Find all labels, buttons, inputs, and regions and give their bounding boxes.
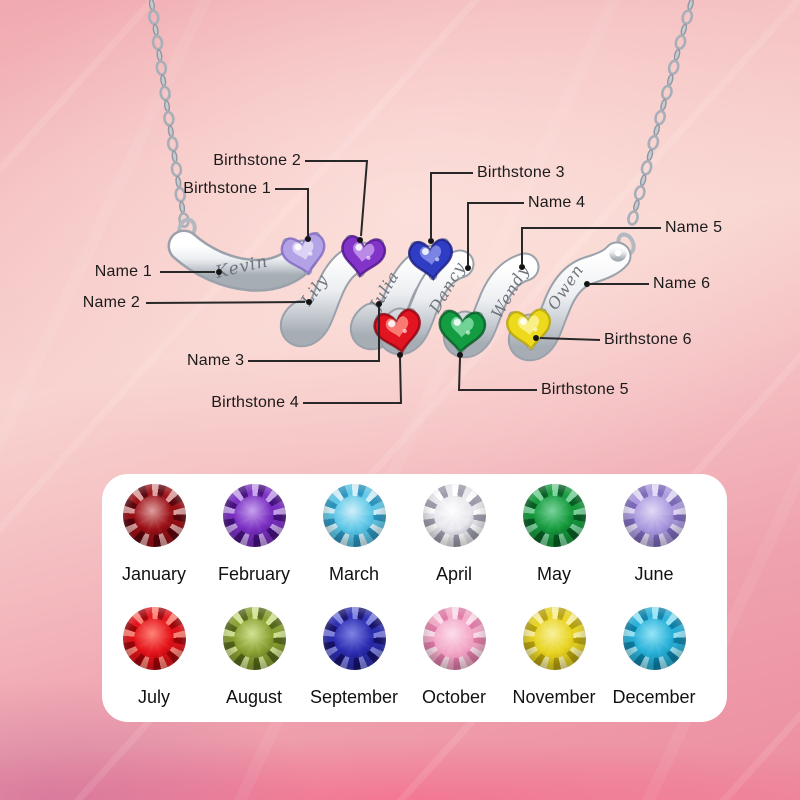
month-cell-february: February xyxy=(204,484,304,585)
callout-birthstone-6: Birthstone 6 xyxy=(604,331,692,348)
month-cell-january: January xyxy=(104,484,204,585)
month-label-june: June xyxy=(634,564,674,584)
gem-march xyxy=(322,484,386,547)
gem-may xyxy=(522,484,586,547)
month-label-august: August xyxy=(225,687,283,707)
necklace-figure: Kevin Lily Julia Dancy Wendy Owen xyxy=(145,0,694,404)
callout-birthstone-4: Birthstone 4 xyxy=(211,394,299,411)
month-label-september: September xyxy=(309,687,399,707)
month-cell-april: April xyxy=(404,484,504,585)
month-label-july: July xyxy=(137,687,170,707)
callout-birthstone-1: Birthstone 1 xyxy=(183,180,271,197)
month-cell-august: August xyxy=(204,607,304,708)
gem-february xyxy=(222,484,286,547)
chain-right xyxy=(627,0,694,226)
heart-gem-2 xyxy=(337,233,388,280)
month-cell-june: June xyxy=(604,484,704,585)
month-cell-march: March xyxy=(304,484,404,585)
gem-october xyxy=(422,607,486,670)
gem-december xyxy=(622,607,686,670)
callout-name-4: Name 4 xyxy=(528,194,586,211)
month-label-april: April xyxy=(435,564,472,584)
gem-august xyxy=(222,607,286,670)
heart-gem-3 xyxy=(406,237,456,283)
callout-lines xyxy=(145,160,661,404)
month-cell-may: May xyxy=(504,484,604,585)
month-label-may: May xyxy=(536,564,571,584)
callout-birthstone-5: Birthstone 5 xyxy=(541,381,629,398)
callout-name-2: Name 2 xyxy=(82,294,140,311)
month-cell-december: December xyxy=(604,607,704,708)
gem-july xyxy=(122,607,186,670)
heart-gem-5 xyxy=(436,309,488,356)
heart-gem-6 xyxy=(504,307,554,353)
heart-gem-1 xyxy=(278,230,331,280)
month-cell-october: October xyxy=(404,607,504,708)
gem-january xyxy=(122,484,186,547)
callout-name-6: Name 6 xyxy=(653,275,711,292)
month-label-march: March xyxy=(328,564,379,584)
month-row-2: July August September October November D… xyxy=(104,607,704,708)
month-label-february: February xyxy=(217,564,291,584)
month-label-january: January xyxy=(121,564,187,584)
gem-june xyxy=(622,484,686,547)
month-cell-november: November xyxy=(504,607,604,708)
month-label-december: December xyxy=(612,687,696,707)
gem-april xyxy=(422,484,486,547)
gem-september xyxy=(322,607,386,670)
month-label-november: November xyxy=(512,687,596,707)
callout-name-5: Name 5 xyxy=(665,219,723,236)
callout-birthstone-2: Birthstone 2 xyxy=(213,152,301,169)
callout-birthstone-3: Birthstone 3 xyxy=(477,164,565,181)
pendant-end-loop xyxy=(609,244,627,262)
heart-gems xyxy=(278,230,554,358)
month-row-1: January February March April May June xyxy=(104,484,704,585)
callout-name-1: Name 1 xyxy=(94,263,152,280)
month-cell-september: September xyxy=(304,607,404,708)
gem-november xyxy=(522,607,586,670)
callout-name-3: Name 3 xyxy=(187,352,245,369)
birthstone-chart-panel: January February March April May June Ju… xyxy=(102,474,727,722)
month-label-october: October xyxy=(421,687,487,707)
month-cell-july: July xyxy=(104,607,204,708)
